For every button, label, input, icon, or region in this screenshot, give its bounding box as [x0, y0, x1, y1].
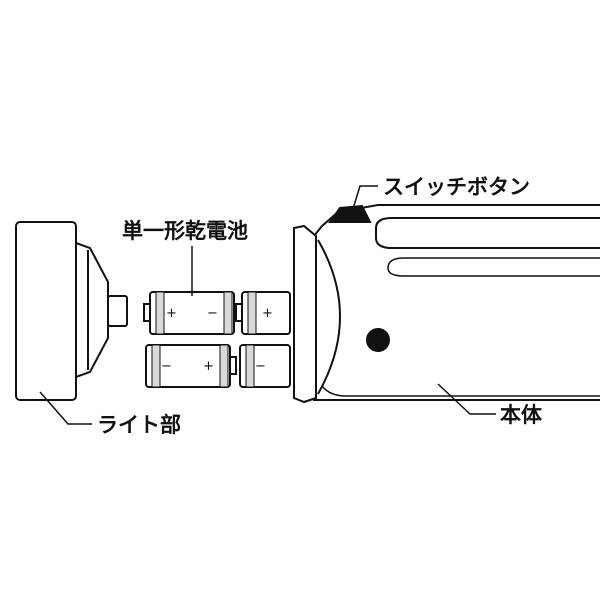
label-body: 本体 [500, 403, 543, 427]
battery-band [151, 344, 161, 388]
minus-sign: − [255, 359, 266, 374]
battery-signs: + − + − + − [161, 306, 273, 374]
battery-top-left [143, 291, 235, 335]
label-battery: 単一形乾電池 [122, 219, 248, 243]
light-part [15, 221, 128, 401]
body-outline [313, 204, 600, 401]
body-grip-groove-lower [387, 257, 600, 277]
label-switch-button: スイッチボタン [383, 175, 530, 199]
body-lens [317, 239, 341, 395]
leader-switch [351, 185, 378, 213]
light-head-cap [15, 221, 77, 401]
screw-hole [366, 328, 390, 352]
battery-band [247, 291, 257, 335]
battery-band [223, 291, 233, 335]
body-rim [293, 224, 317, 404]
leader-lines [39, 185, 496, 425]
leader-light [39, 391, 92, 425]
switch-button [328, 204, 372, 223]
plus-sign: + [166, 306, 177, 321]
battery-bottom-left [145, 344, 237, 388]
body-seam [321, 385, 600, 397]
minus-sign: − [207, 306, 218, 321]
battery-terminal [229, 356, 237, 375]
plus-sign: + [262, 306, 273, 321]
battery-bottom-right [239, 344, 291, 388]
light-reflector [75, 241, 109, 379]
battery-band [219, 344, 229, 388]
battery-top-right [235, 291, 291, 335]
light-bulb-contact [107, 295, 128, 327]
plus-sign: + [203, 359, 214, 374]
minus-sign: − [161, 359, 172, 374]
main-body [293, 204, 600, 404]
label-light-part: ライト部 [97, 413, 181, 437]
battery-band [155, 291, 165, 335]
body-grip-groove [375, 217, 600, 249]
battery-band [245, 344, 255, 388]
leader-body [437, 383, 496, 415]
